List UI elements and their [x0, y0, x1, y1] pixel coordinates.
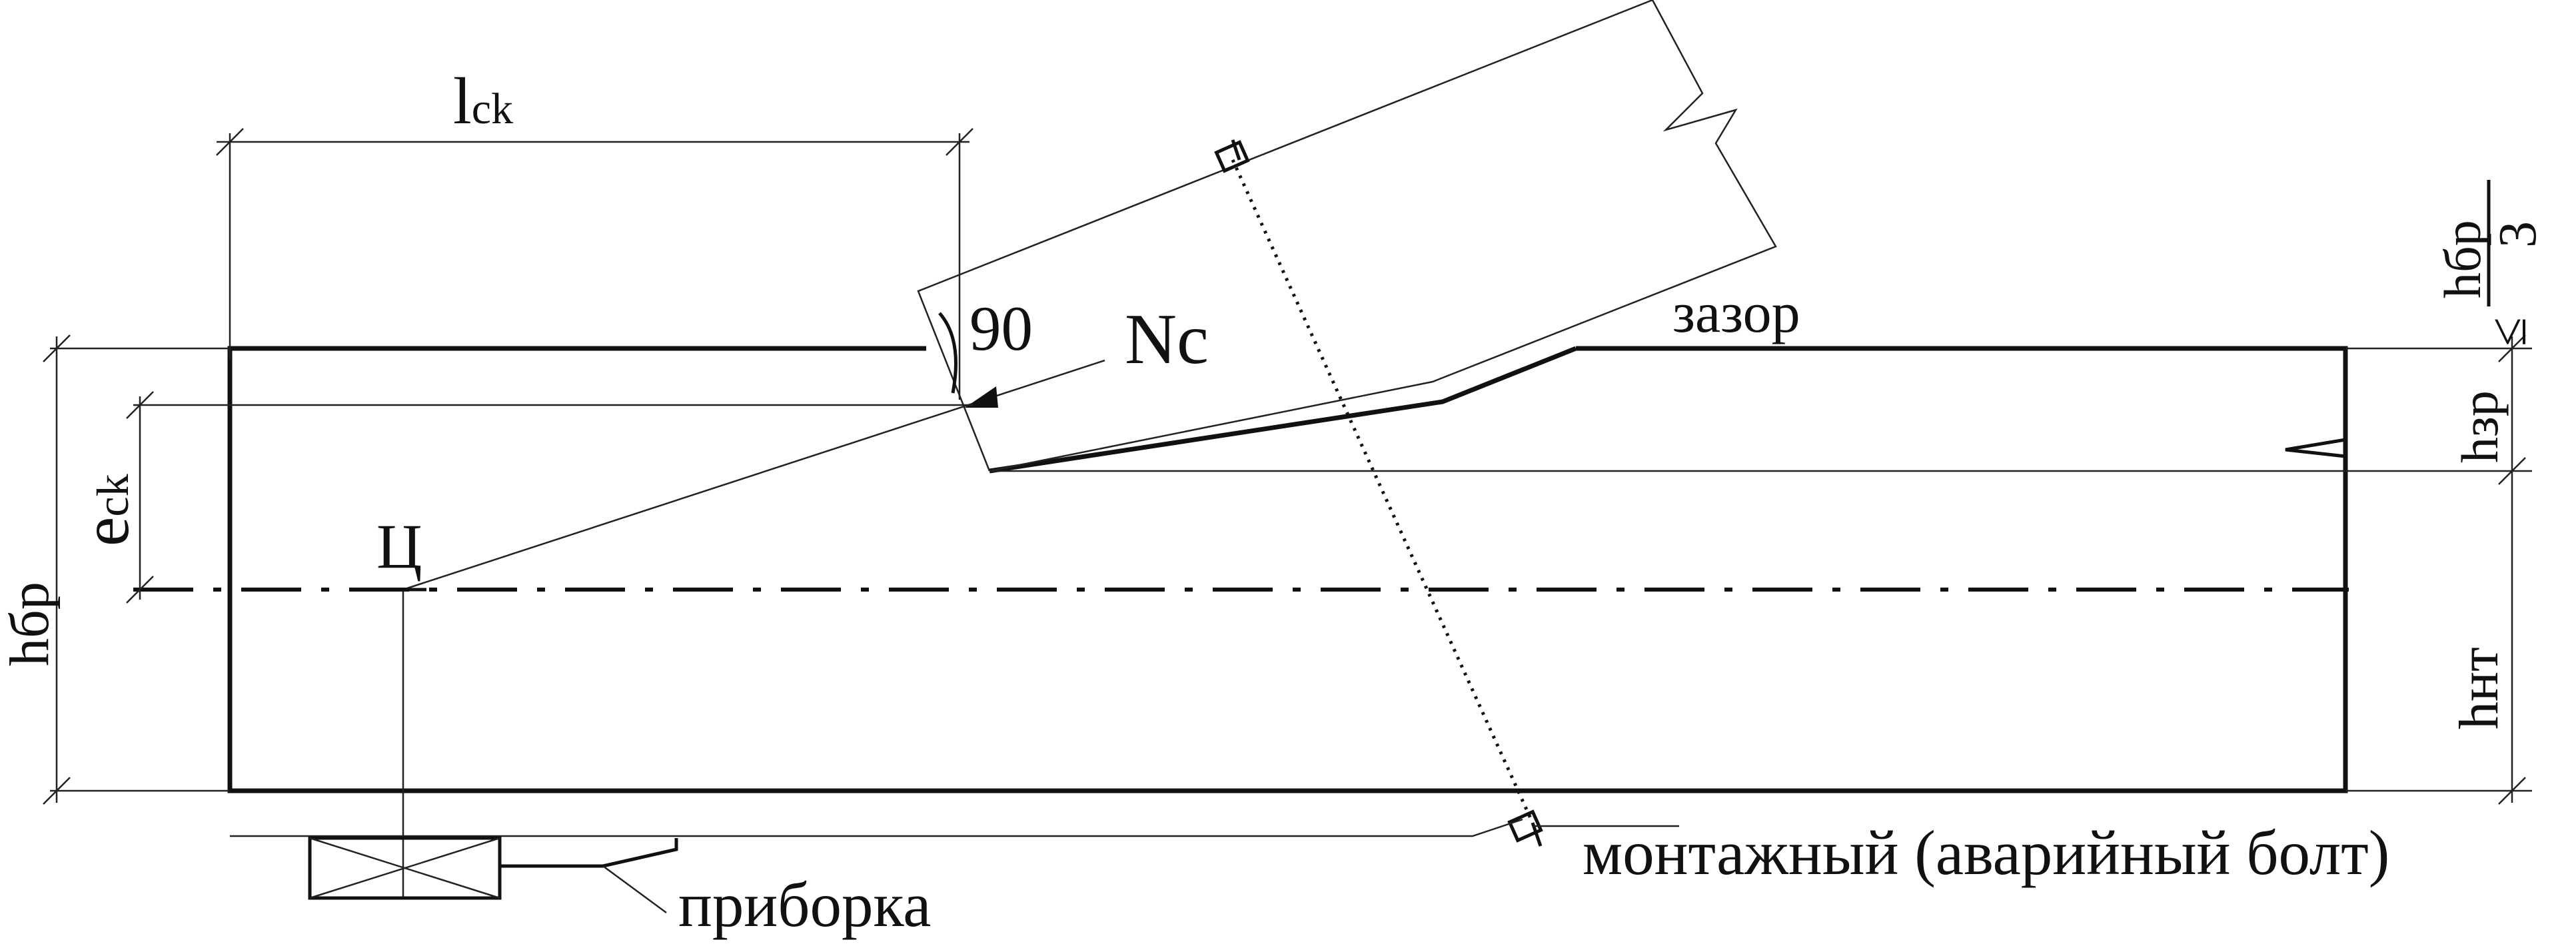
dim-right-tick-top	[2498, 334, 2526, 362]
beam-outline	[227, 346, 2348, 793]
device-cross-b	[309, 837, 500, 899]
rafter-outline	[917, 0, 1653, 472]
dim-eck-tick-bottom	[126, 576, 154, 604]
label-hbr: hбр	[0, 582, 61, 666]
notch-cut-line	[989, 346, 1577, 474]
dim-right-tick-bottom	[2498, 777, 2526, 805]
label-hnt: hнт	[2448, 647, 2510, 729]
label-bolt: монтажный (аварийный болт)	[1583, 817, 2389, 888]
bolt-washer-top	[1214, 140, 1250, 173]
device-bracket	[500, 838, 678, 868]
label-center: Ц	[376, 511, 422, 582]
bolt-end-top	[1231, 139, 1241, 161]
angle-arc	[938, 312, 958, 394]
label-gap: зазор	[1672, 280, 1800, 344]
device-leader	[602, 865, 667, 914]
label-hbr-denominator: 3	[2489, 221, 2547, 248]
label-eck: eck	[69, 474, 143, 546]
label-le-sign: ≤	[2479, 317, 2537, 346]
emergency-bolt	[1231, 159, 1535, 824]
label-device: приборка	[678, 869, 931, 940]
bolt-washer-bottom	[1507, 809, 1543, 843]
rafter-top-break	[989, 0, 1777, 472]
beam-break-mark	[2285, 348, 2347, 466]
label-force-nc: Nc	[1125, 300, 1209, 379]
force-arrowhead	[965, 386, 998, 408]
label-lck: lck	[453, 64, 513, 138]
force-line	[402, 359, 1105, 591]
dim-hbr-tick-top	[43, 334, 71, 362]
device-box	[308, 836, 502, 900]
label-angle: 90	[969, 293, 1033, 364]
dim-eck-tick-top	[126, 391, 154, 419]
bottom-strap-line	[230, 818, 1523, 837]
label-hbr-numerator: hбр	[2433, 220, 2491, 298]
dim-hbr-tick-bottom	[43, 777, 71, 805]
label-hzr: hзр	[2451, 390, 2509, 463]
dim-right-tick-mid	[2498, 457, 2526, 485]
dim-lck-tick-right	[946, 128, 973, 156]
dim-lck-tick-left	[216, 128, 244, 156]
